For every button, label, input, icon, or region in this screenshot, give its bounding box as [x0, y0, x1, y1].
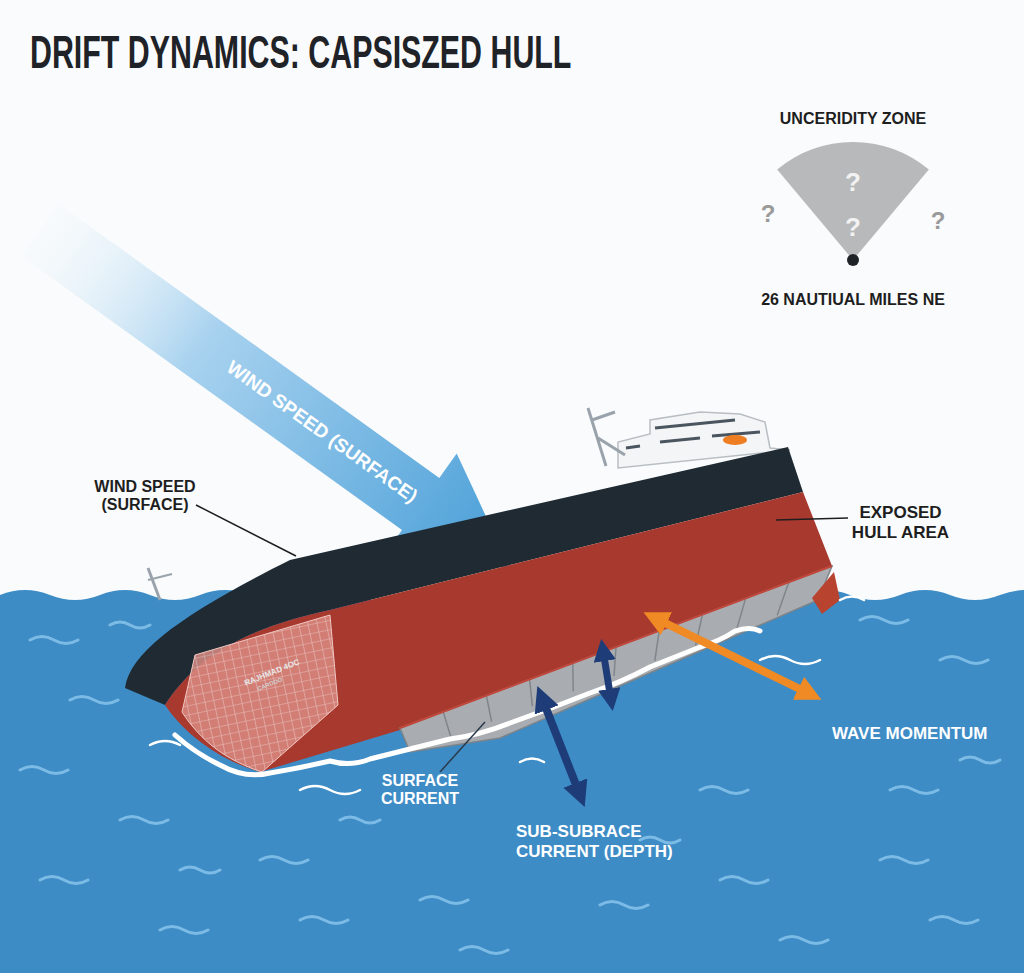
wave-momentum-arrow	[655, 618, 810, 694]
force-label: SURFACE CURRENT	[368, 772, 472, 809]
uncertainty-zone: UNCERIDITY ZONE??	[760, 110, 946, 272]
bridge-windows	[626, 420, 760, 448]
leader-line	[776, 518, 848, 520]
force-label: WAVE MOMENTUM	[832, 724, 1012, 744]
question-mark: ?	[923, 207, 953, 235]
rudder	[812, 572, 840, 614]
callout-label: WIND SPEED (SURFACE)	[80, 478, 210, 515]
flat-bottom	[400, 566, 832, 752]
leader-line	[440, 722, 485, 772]
question-mark: ?	[753, 200, 783, 228]
exposed-hull-area	[182, 615, 338, 772]
foam-ripples	[150, 597, 864, 795]
foam	[175, 629, 760, 775]
force-label: SUB-SUBRACE CURRENT (DEPTH)	[516, 822, 716, 861]
surface-current-arrow	[603, 650, 611, 700]
diagram-title: DRIFT DYNAMICS: CAPSISZED HULL	[30, 26, 571, 79]
depth-current-arrow	[542, 698, 580, 795]
arrow-label: WIND SPEED (SURFACE)	[186, 330, 459, 534]
question-mark: ?	[760, 168, 946, 198]
bow-mast	[148, 574, 172, 580]
zone-heading: UNCERIDITY ZONE	[760, 110, 946, 128]
question-mark: ?	[760, 213, 946, 243]
distance-label: 26 NAUTIUAL MILES NE	[733, 291, 973, 309]
lifeboat	[723, 435, 747, 445]
fan-sector	[777, 142, 929, 260]
wind-arrow	[21, 204, 510, 568]
callout-label: EXPOSED HULL AREA	[843, 503, 958, 542]
ship-mast	[588, 408, 625, 466]
leader-line	[196, 505, 296, 556]
bottom-trim	[400, 566, 832, 728]
bow-mast	[148, 568, 160, 600]
origin-dot	[847, 254, 859, 266]
